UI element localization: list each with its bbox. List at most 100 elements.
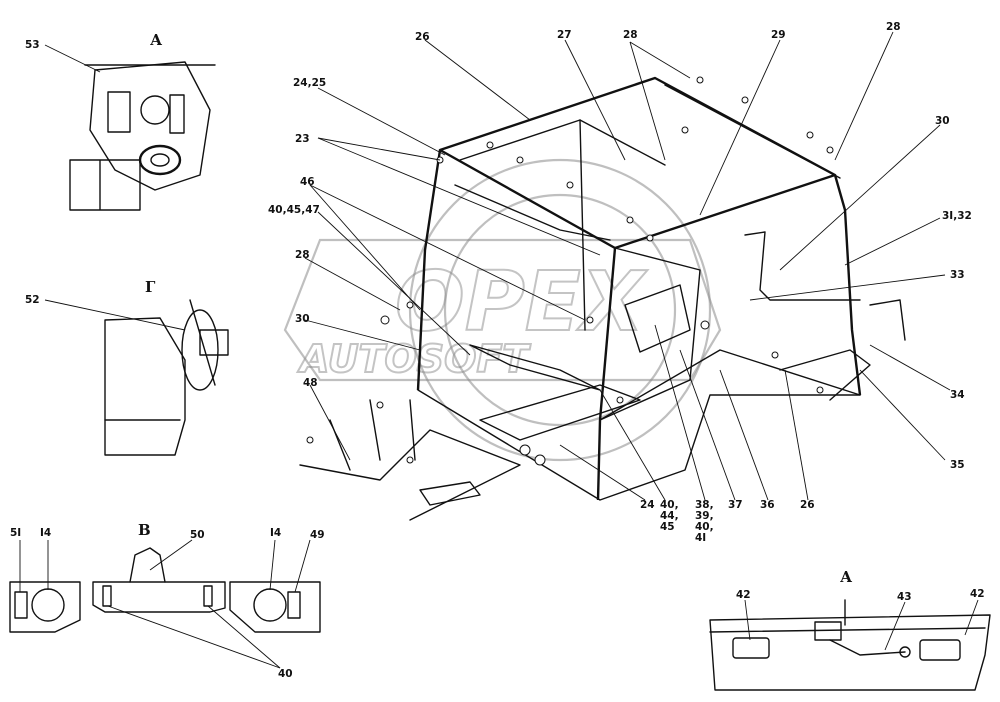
harness-right-2 (869, 299, 906, 341)
harness-roof-3 (454, 184, 611, 241)
label-34: 34 (950, 389, 965, 401)
label-26: 26 (415, 31, 430, 43)
mount-clamp (199, 329, 229, 356)
plug-left (102, 585, 112, 607)
label-27: 27 (557, 29, 572, 41)
plug-43 (899, 646, 911, 658)
housing-outline (104, 317, 186, 456)
label-51: 5I (10, 527, 21, 539)
label-50: 50 (190, 529, 205, 541)
label-14-left: I4 (40, 527, 51, 539)
label-46: 46 (300, 176, 315, 188)
label-37: 37 (728, 499, 743, 511)
label-49: 49 (310, 529, 325, 541)
detail-g (44, 299, 229, 456)
label-24: 24 (640, 499, 655, 511)
leader-lines (304, 31, 951, 501)
label-36: 36 (760, 499, 775, 511)
label-40-44-45-line1: 40, (660, 499, 679, 511)
lamp-51 (14, 591, 28, 619)
lamp-49 (287, 591, 301, 619)
relay-block (169, 94, 185, 134)
watermark-frame (283, 238, 722, 382)
harness-roof-2 (664, 84, 841, 179)
bracket-base (69, 159, 141, 211)
detail-a-bottom (709, 599, 991, 691)
dash-panel (624, 284, 691, 353)
label-24-25: 24,25 (293, 77, 326, 89)
label-38-41: 38, 39, 40, 4I (695, 499, 717, 544)
plug-right (203, 585, 213, 607)
lamp-14-right (253, 588, 287, 622)
label-31-32: 3I,32 (942, 210, 972, 222)
label-30-left: 30 (295, 313, 310, 325)
lamp-42-right (919, 639, 961, 661)
view-g: Г (145, 278, 156, 296)
label-33: 33 (950, 269, 965, 281)
harness-right-3 (779, 349, 871, 401)
mount-bolt (189, 299, 216, 386)
cab-body (299, 76, 906, 521)
lamp-14-left (31, 588, 65, 622)
label-42-left: 42 (736, 589, 751, 601)
lamp-core (150, 153, 170, 167)
panel-right (229, 581, 321, 633)
view-v: В (138, 521, 151, 539)
label-28-right: 28 (886, 21, 901, 33)
rear-bar-edge (709, 627, 986, 633)
rear-bar (709, 614, 991, 691)
switch-block (107, 91, 131, 133)
label-29: 29 (771, 29, 786, 41)
label-28-left: 28 (295, 249, 310, 261)
label-38-41-line1: 38, (695, 499, 714, 511)
roof-frame (438, 76, 837, 250)
label-38-41-line4: 4I (695, 532, 706, 544)
view-a-top: А (150, 31, 163, 49)
right-pillar (833, 174, 862, 396)
label-35: 35 (950, 459, 965, 471)
label-38-41-line2: 39, (695, 510, 714, 522)
bracket-outline (89, 61, 211, 191)
panel-left (9, 581, 81, 633)
label-40-44-45-line2: 44, (660, 510, 679, 522)
connector-dots (306, 76, 834, 466)
view-a-bottom: А (840, 568, 853, 586)
harness-vertical (579, 119, 586, 331)
label-40-44-45: 40, 44, 45 (660, 499, 682, 533)
label-40-44-45-line3: 45 (660, 521, 675, 533)
dashboard-edge (599, 349, 861, 421)
detail-a-top (44, 44, 216, 211)
floor-harness (299, 429, 521, 521)
center-lamp (814, 621, 842, 641)
lamp-50 (129, 547, 166, 583)
label-43: 43 (897, 591, 912, 603)
label-23: 23 (295, 133, 310, 145)
mount-ring (181, 309, 219, 391)
harness-right-1 (744, 231, 861, 301)
detail-v (9, 539, 321, 669)
lamp-42-left (732, 637, 770, 659)
watermark-gear-ring (408, 158, 712, 462)
label-14-right: I4 (270, 527, 281, 539)
panel-center (92, 581, 226, 613)
left-pillar (416, 149, 442, 391)
harness-43 (829, 639, 906, 656)
label-53: 53 (25, 39, 40, 51)
watermark-gear-inner (443, 193, 677, 427)
gauge-circle (140, 95, 170, 125)
lamp-ring (138, 144, 182, 176)
floor-plate (479, 384, 641, 441)
label-26-bottom: 26 (800, 499, 815, 511)
label-38-41-line3: 40, (695, 521, 714, 533)
label-28-top: 28 (623, 29, 638, 41)
label-48: 48 (303, 377, 318, 389)
windshield-panel (599, 247, 701, 421)
label-40-bottom: 40 (278, 668, 293, 680)
label-52: 52 (25, 294, 40, 306)
label-30-right: 30 (935, 115, 950, 127)
floor-connector (419, 481, 481, 506)
label-42-right: 42 (970, 588, 985, 600)
callouts: 53 26 27 28 29 28 24,25 23 30 46 40,45,4… (10, 21, 985, 680)
